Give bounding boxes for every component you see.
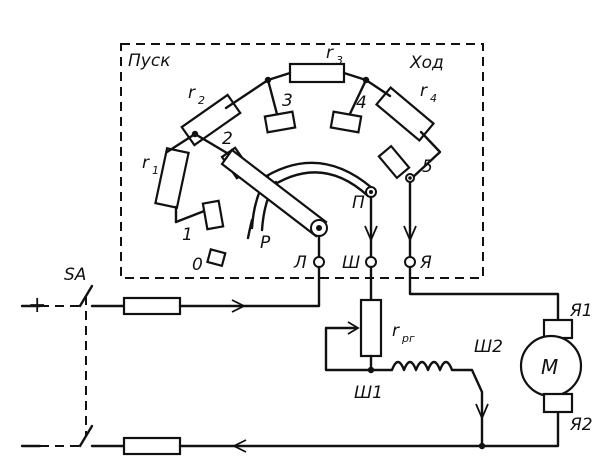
arrow-field-down bbox=[475, 403, 489, 421]
label-r1: r bbox=[142, 153, 150, 173]
label-r3: r bbox=[326, 43, 334, 63]
resistor-r1 bbox=[154, 147, 190, 209]
arrow-ya-down bbox=[403, 225, 417, 243]
resistor-r4 bbox=[374, 86, 436, 142]
regulating-rheostat bbox=[359, 298, 383, 358]
label-terminal-sh: Ш bbox=[342, 253, 360, 273]
arc-p-inner bbox=[264, 171, 370, 198]
label-contact-3: 3 bbox=[282, 91, 293, 111]
label-contact-5: 5 bbox=[422, 157, 433, 177]
label-terminal-l: Л bbox=[293, 253, 307, 273]
label-r4-sub: 4 bbox=[430, 92, 437, 105]
label-r1-sub: 1 bbox=[152, 164, 159, 177]
arrow-sh-down bbox=[364, 225, 378, 243]
arrow-plus-right bbox=[231, 299, 247, 313]
terminal-ya bbox=[404, 256, 416, 268]
wire-to-l bbox=[178, 265, 321, 308]
lever-pivot-center bbox=[316, 225, 322, 231]
label-p: П bbox=[352, 193, 365, 213]
rrg-slider-arrow bbox=[347, 321, 360, 335]
terminal-l bbox=[313, 256, 325, 268]
label-contact-1: 1 bbox=[182, 225, 193, 245]
label-rrg: r bbox=[392, 321, 400, 341]
r2-r3-lead bbox=[224, 71, 292, 110]
label-sh1: Ш1 bbox=[354, 383, 383, 403]
switch-sa bbox=[78, 284, 94, 448]
shunt-field-winding bbox=[369, 360, 484, 448]
label-motor: М bbox=[541, 355, 558, 379]
label-run: Ход bbox=[409, 53, 444, 73]
junction-r1-r2 bbox=[191, 130, 199, 138]
contact-pad-1 bbox=[201, 199, 225, 231]
label-contact-4: 4 bbox=[356, 93, 367, 113]
label-r2: r bbox=[188, 83, 196, 103]
tap-contact-2 bbox=[193, 132, 234, 158]
label-ya2: Я2 bbox=[569, 415, 593, 435]
motor bbox=[519, 318, 583, 414]
label-r4: r bbox=[420, 81, 428, 101]
label-contact-2: 2 bbox=[222, 129, 233, 149]
wire-minus-return bbox=[178, 410, 560, 448]
junction-r2-r3 bbox=[264, 76, 272, 84]
fuse-bottom bbox=[122, 436, 182, 456]
fuse-top bbox=[122, 296, 182, 316]
label-switch-sa: SA bbox=[64, 265, 86, 285]
r1-r2-lead bbox=[165, 132, 197, 154]
arc-p-outer bbox=[258, 161, 374, 190]
junction-r3-r4 bbox=[362, 76, 370, 84]
contact-pad-5 bbox=[377, 144, 411, 180]
label-ya1: Я1 bbox=[569, 301, 593, 321]
r4-contact5-lead bbox=[410, 130, 442, 180]
label-plus: + bbox=[28, 293, 46, 318]
contact-5-point-center bbox=[408, 176, 412, 180]
label-r3-sub: 3 bbox=[336, 54, 343, 67]
rheostat-enclosure bbox=[120, 43, 484, 279]
junction-field-return bbox=[478, 442, 486, 450]
label-contact-0: 0 bbox=[192, 255, 203, 275]
label-minus: - bbox=[28, 433, 36, 458]
rheostat-lever bbox=[220, 148, 328, 238]
r3-r4-lead bbox=[342, 71, 392, 98]
label-start: Пуск bbox=[128, 51, 171, 71]
contact-pad-0 bbox=[206, 248, 227, 268]
contact-pad-4 bbox=[329, 110, 363, 134]
arrow-minus-left bbox=[231, 439, 247, 453]
contact-pad-3 bbox=[263, 110, 297, 134]
contact-pads bbox=[201, 110, 411, 268]
arc-r-tip bbox=[246, 218, 254, 240]
label-r-lever: Р bbox=[260, 233, 271, 253]
tap-contact-4 bbox=[346, 78, 368, 120]
label-rrg-sub: рг bbox=[401, 332, 415, 345]
rrg-slider-wire bbox=[324, 326, 373, 372]
label-r2-sub: 2 bbox=[198, 94, 205, 107]
label-sh2: Ш2 bbox=[474, 337, 503, 357]
starting-resistors bbox=[154, 62, 442, 224]
contact-p-point-center bbox=[369, 190, 373, 194]
wire-ya-to-motor bbox=[408, 265, 560, 322]
tap-contact-3 bbox=[266, 78, 280, 120]
brush-ya2 bbox=[542, 392, 574, 414]
terminal-sh bbox=[365, 256, 377, 268]
label-terminal-ya: Я bbox=[419, 253, 432, 273]
